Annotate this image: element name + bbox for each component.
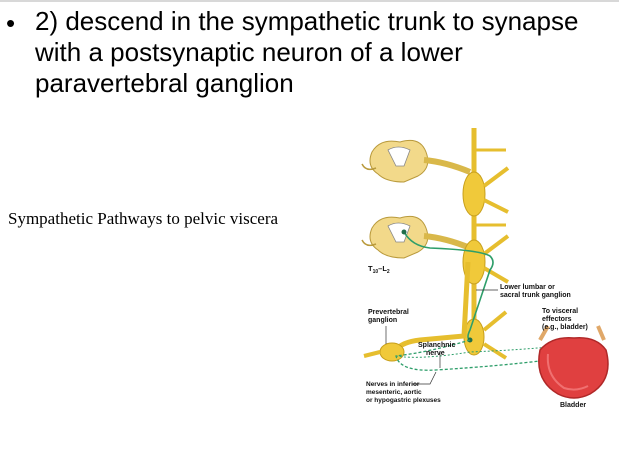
label-splanchnic-line1: Splanchnic xyxy=(418,342,455,349)
label-nerves-inferior-line2: mesenteric, aortic xyxy=(366,389,422,396)
label-lower-lumbar-line1: Lower lumbar or xyxy=(500,284,555,291)
label-to-visceral-line2: effectors xyxy=(542,316,572,323)
spinal-cord-segment-lower xyxy=(361,215,472,259)
label-to-visceral-line1: To visceral xyxy=(542,308,578,315)
label-segment: T10–L2 xyxy=(368,264,390,275)
top-divider xyxy=(0,0,619,2)
bullet-text: 2) descend in the sympathetic trunk to s… xyxy=(35,6,579,98)
splanchnic-pathway xyxy=(363,261,471,362)
bladder-illustration xyxy=(538,325,609,399)
spinal-cord-segment-upper xyxy=(361,139,472,183)
label-bladder: Bladder xyxy=(560,402,586,409)
label-lower-lumbar-line2: sacral trunk ganglion xyxy=(500,292,571,299)
label-prevertebral-line2: ganglion xyxy=(368,317,397,324)
side-title: Sympathetic Pathways to pelvic viscera xyxy=(8,209,279,228)
label-nerves-inferior-line3: or hypogastric plexuses xyxy=(366,397,441,404)
label-to-visceral-line3: (e.g., bladder) xyxy=(542,324,588,331)
leader-lines xyxy=(385,289,498,385)
preganglionic-neuron xyxy=(401,229,494,343)
label-nerves-inferior-line1: Nerves in inferior xyxy=(366,381,420,388)
label-splanchnic-line2: nerve xyxy=(426,350,445,357)
bullet-marker: • xyxy=(6,8,16,38)
label-prevertebral-line1: Prevertebral xyxy=(368,309,409,316)
sympathetic-trunk xyxy=(462,128,510,360)
